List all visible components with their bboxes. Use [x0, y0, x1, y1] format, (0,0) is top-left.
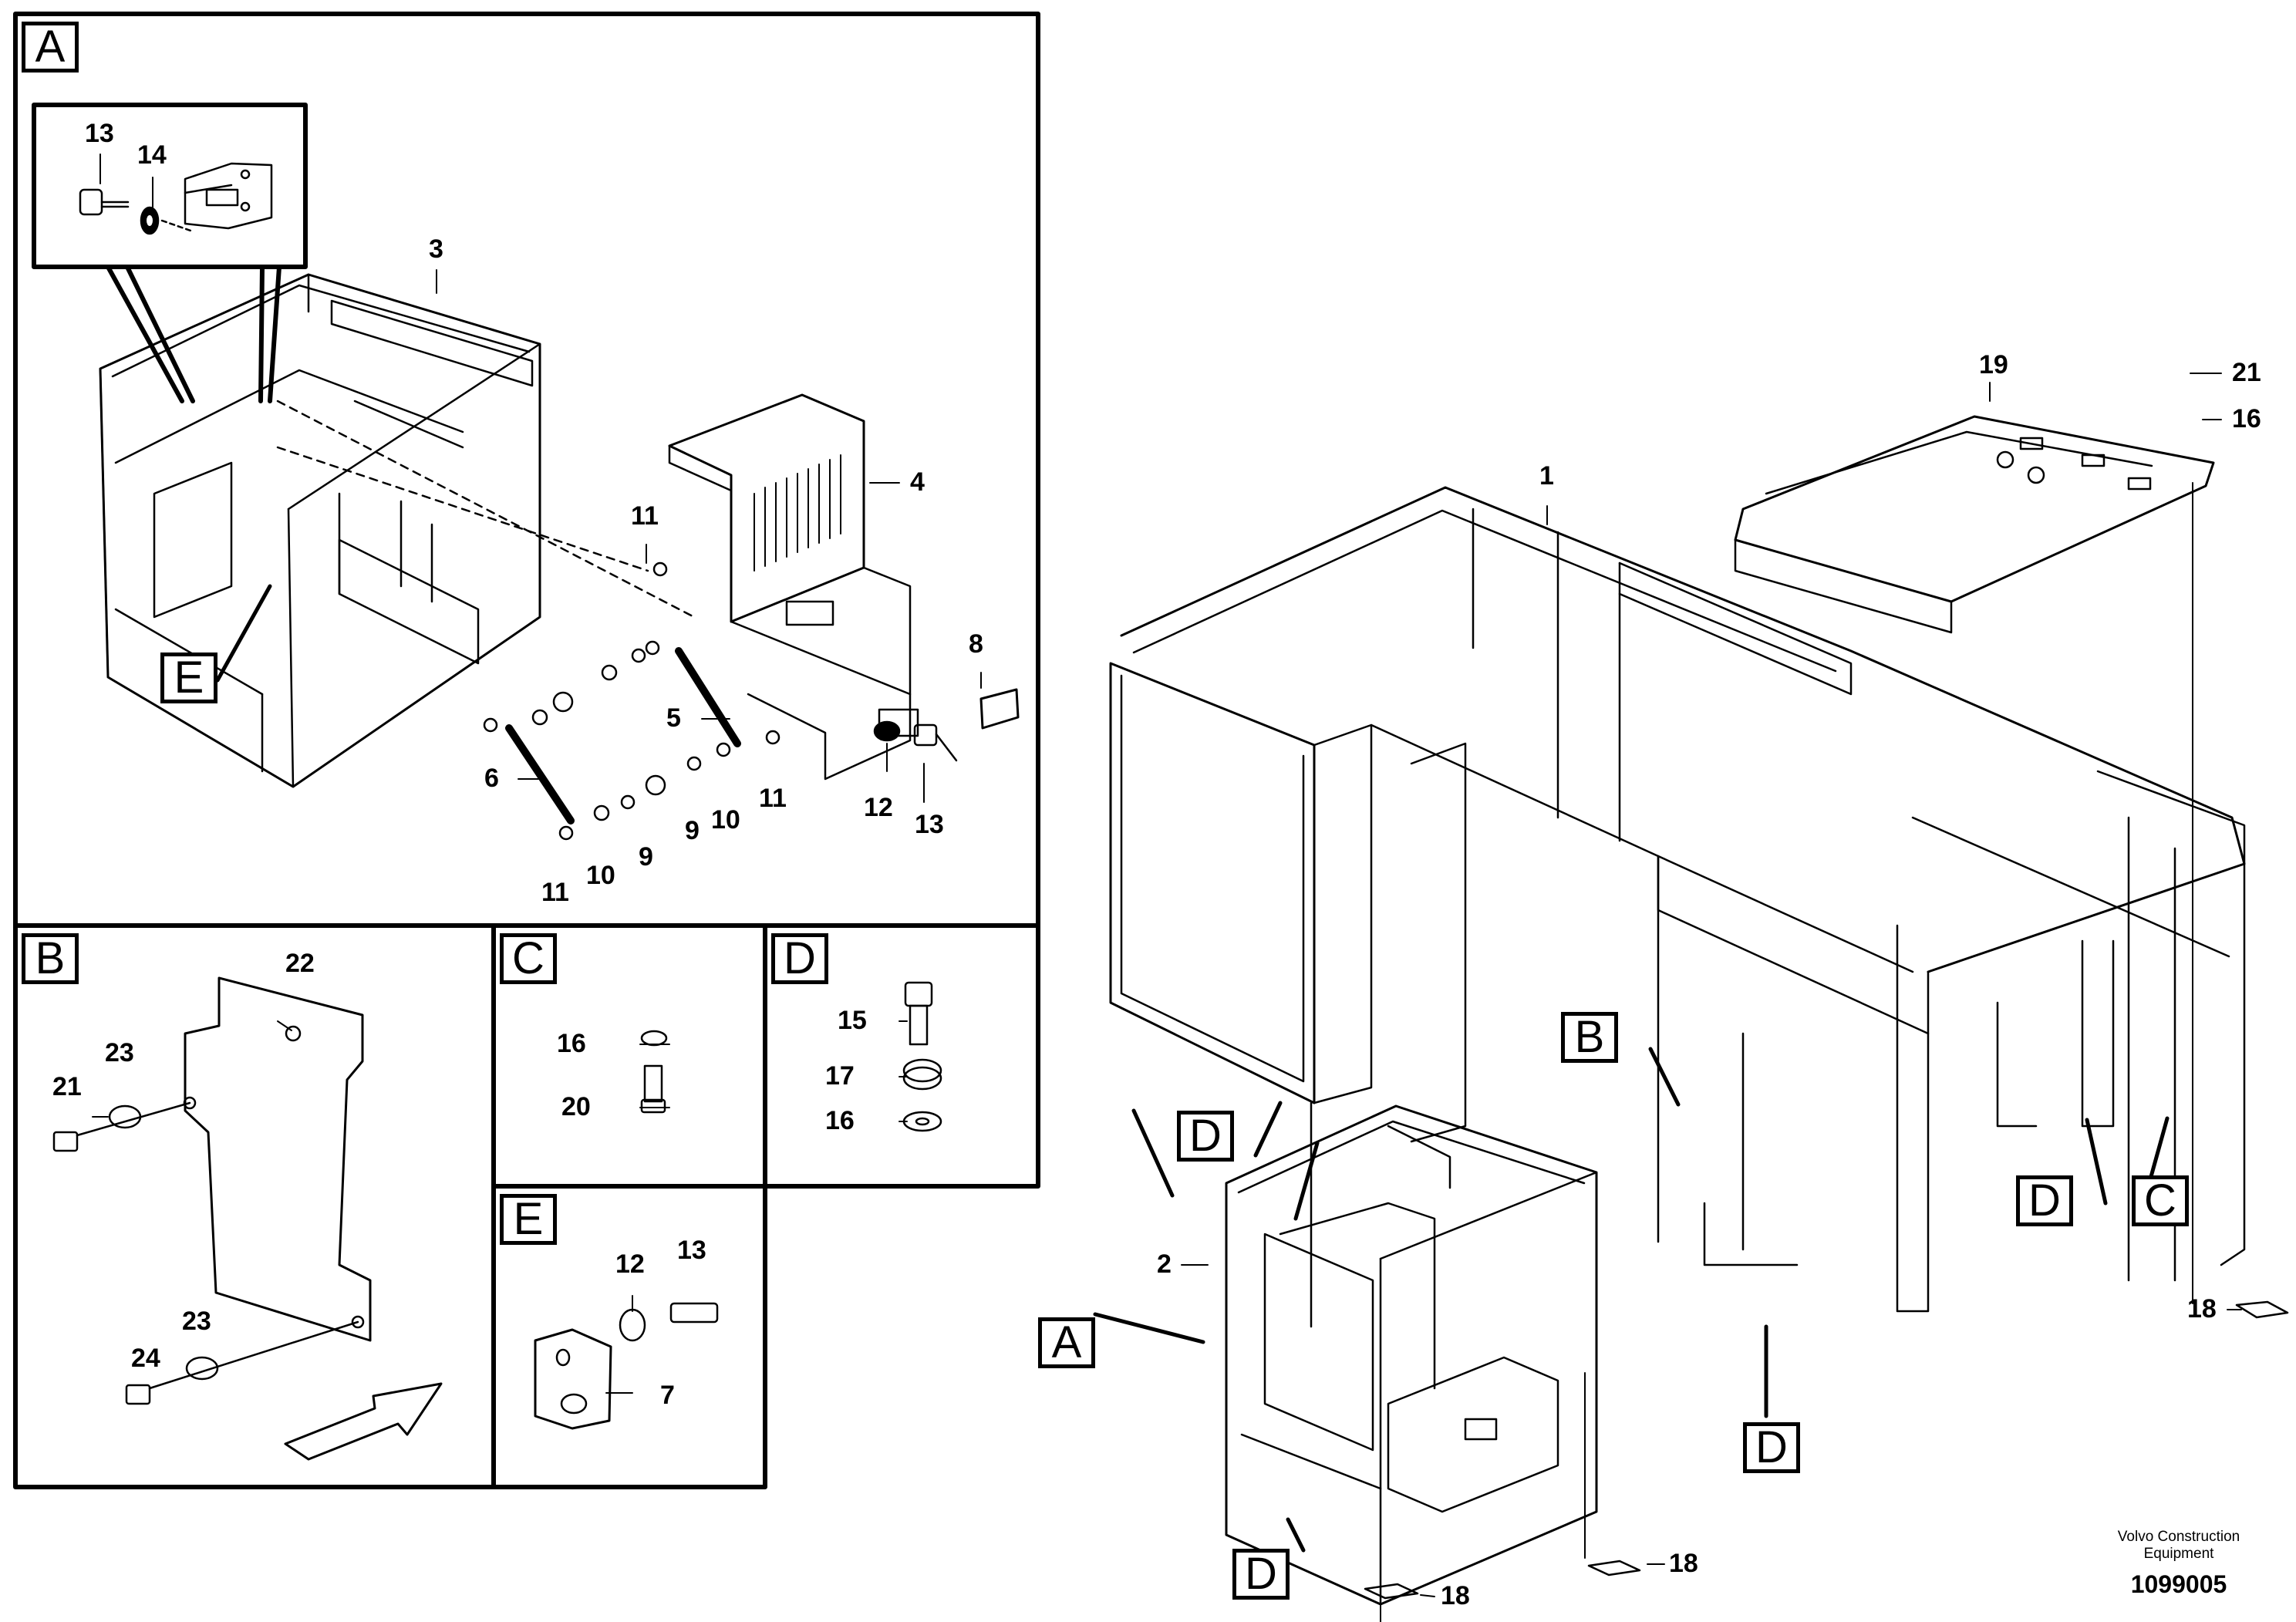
cover-22 — [52, 976, 443, 1461]
callout-10: 10 — [711, 805, 740, 835]
panel-label-d: D — [771, 933, 828, 984]
callout-22: 22 — [285, 949, 315, 978]
callout-11: 11 — [541, 878, 569, 907]
callout-13: 13 — [677, 1236, 706, 1265]
brand-label: Volvo Construction Equipment — [2082, 1529, 2275, 1563]
document-number: 1099005 — [2130, 1570, 2227, 1598]
callout-17: 17 — [825, 1061, 855, 1091]
marker-a-main: A — [1038, 1317, 1095, 1368]
bracket-4 — [668, 393, 919, 781]
callout-9: 9 — [639, 842, 653, 872]
callout-12: 12 — [864, 793, 893, 822]
panel-label-c: C — [500, 933, 557, 984]
panel-d-parts — [902, 981, 942, 1132]
marker-e-in-panel-a: E — [160, 653, 217, 703]
marker-b-main: B — [1561, 1012, 1618, 1063]
panel-label-b: B — [22, 933, 79, 984]
callout-19: 19 — [1979, 350, 2008, 379]
callout-20: 20 — [561, 1092, 591, 1121]
callout-21: 21 — [2232, 358, 2261, 387]
callout-12: 12 — [615, 1249, 645, 1279]
leader-lines — [92, 153, 2242, 1597]
callout-9: 9 — [685, 816, 700, 845]
panel-c-parts — [640, 1030, 668, 1114]
callout-18: 18 — [1441, 1581, 1470, 1610]
callout-24: 24 — [131, 1344, 160, 1373]
panel-label-a: A — [22, 22, 79, 73]
callout-16: 16 — [557, 1029, 586, 1058]
callout-13: 13 — [85, 119, 114, 148]
callout-18: 18 — [2187, 1294, 2217, 1324]
marker-d-main-right: D — [2016, 1175, 2073, 1226]
foot-plates-18 — [1364, 1300, 2289, 1600]
panel-frames — [13, 12, 1040, 1489]
callout-7: 7 — [660, 1381, 675, 1410]
callout-4: 4 — [910, 467, 925, 497]
callout-16: 16 — [825, 1106, 855, 1135]
panel-label-e: E — [500, 1194, 557, 1245]
cab-frame-2 — [1225, 1104, 1598, 1622]
callout-10: 10 — [586, 861, 615, 890]
marker-c-main: C — [2132, 1175, 2189, 1226]
callout-23: 23 — [182, 1307, 211, 1336]
callout-16: 16 — [2232, 404, 2261, 433]
callout-3: 3 — [429, 234, 443, 264]
callout-13: 13 — [915, 810, 944, 839]
callout-14: 14 — [137, 140, 167, 170]
top-plate-19 — [1734, 415, 2215, 1304]
callout-1: 1 — [1539, 461, 1554, 491]
marker-d-main-bottom: D — [1232, 1549, 1290, 1600]
callout-15: 15 — [838, 1006, 867, 1035]
marker-d-main-left: D — [1177, 1111, 1234, 1162]
callout-21: 21 — [52, 1072, 82, 1101]
hinge-inset — [32, 103, 308, 403]
callout-2: 2 — [1157, 1249, 1172, 1279]
callout-11: 11 — [631, 501, 659, 531]
gas-struts — [483, 561, 1020, 841]
callout-6: 6 — [484, 764, 499, 793]
callout-11: 11 — [759, 784, 787, 813]
main-frame-1 — [1109, 486, 2246, 1328]
brand-line-1: Volvo Construction — [2117, 1529, 2240, 1545]
panel-e-parts — [534, 1302, 719, 1430]
callout-18: 18 — [1669, 1549, 1698, 1578]
callout-23: 23 — [105, 1038, 134, 1067]
callout-8: 8 — [969, 629, 983, 659]
marker-d-main-mid: D — [1743, 1422, 1800, 1473]
cab-frame-3 — [99, 273, 696, 788]
brand-line-2: Equipment — [2143, 1546, 2214, 1562]
callout-5: 5 — [666, 703, 681, 733]
